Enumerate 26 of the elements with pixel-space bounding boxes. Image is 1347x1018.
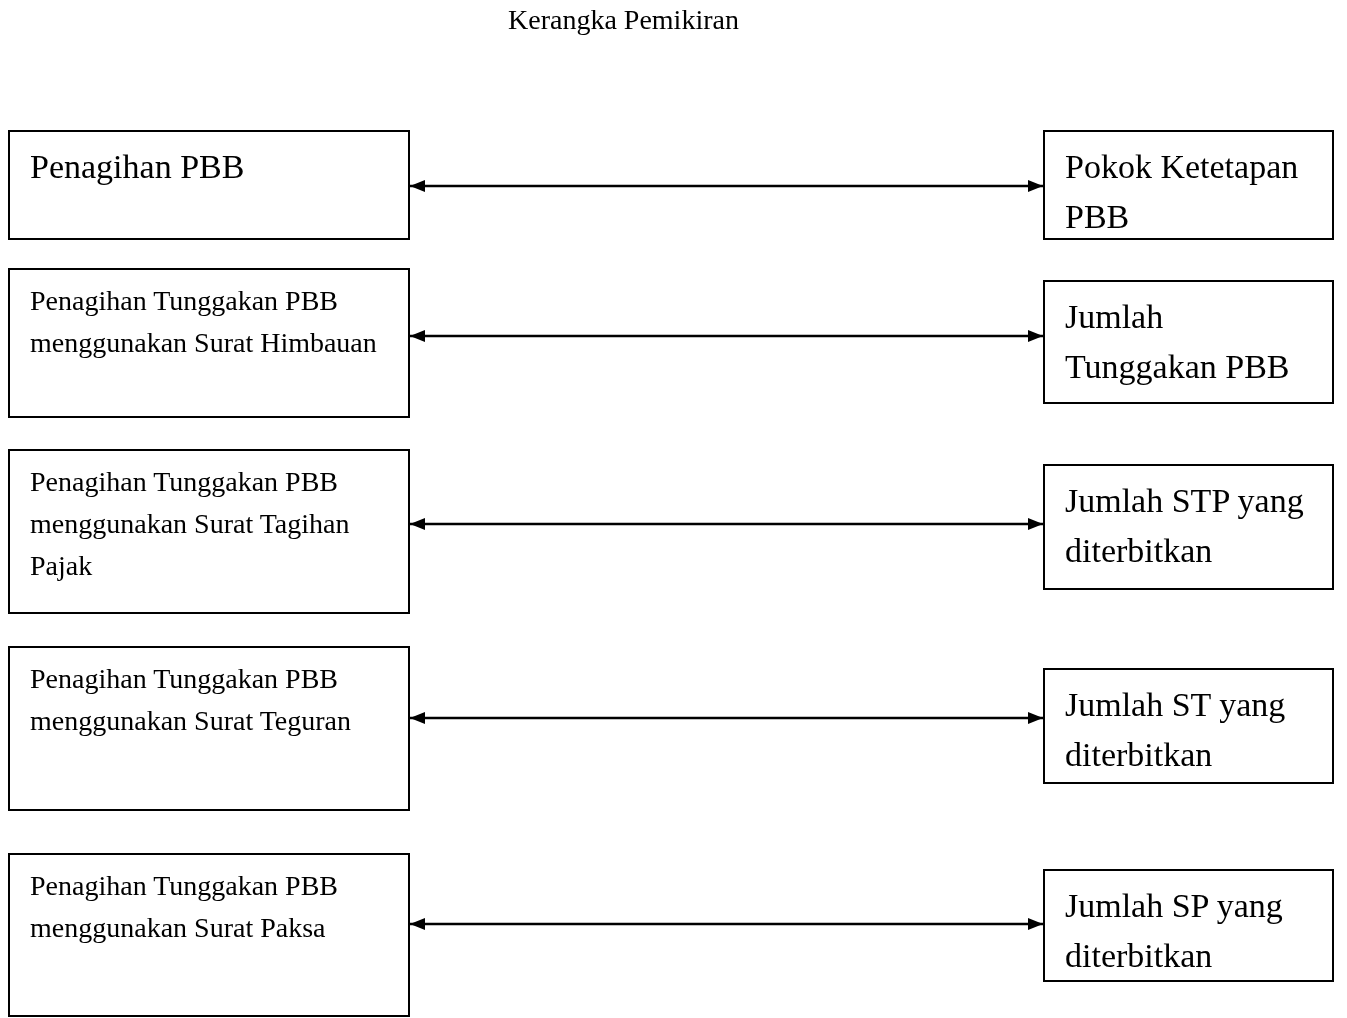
double-arrow	[410, 712, 1043, 724]
box-label: Penagihan Tunggakan PBB menggunakan Surat Teguran	[30, 662, 352, 738]
text-box	[8, 449, 410, 614]
double-arrow	[410, 330, 1043, 342]
box-label: Pokok Ketetapan PBB	[1065, 147, 1300, 237]
diagram-title: Kerangka Pemikiran	[508, 4, 739, 36]
box-label: Jumlah ST yang diterbitkan	[1065, 685, 1287, 775]
text-box	[1043, 280, 1334, 404]
box-label: Penagihan PBB	[30, 147, 246, 187]
box-label: Jumlah STP yang diterbitkan	[1065, 481, 1305, 571]
text-box	[1043, 668, 1334, 784]
box-label: Jumlah Tunggakan PBB	[1065, 297, 1291, 387]
text-box	[8, 130, 410, 240]
double-arrow	[410, 518, 1043, 530]
text-box	[1043, 130, 1334, 240]
text-box	[8, 853, 410, 1017]
text-box	[1043, 869, 1334, 982]
text-box	[8, 268, 410, 418]
text-box	[1043, 464, 1334, 590]
box-label: Penagihan Tunggakan PBB menggunakan Surat Himbauan	[30, 284, 378, 360]
text-box	[8, 646, 410, 811]
box-label: Jumlah SP yang diterbitkan	[1065, 886, 1284, 976]
double-arrow	[410, 918, 1043, 930]
box-label: Penagihan Tunggakan PBB menggunakan Surat Paksa	[30, 869, 340, 945]
box-label: Penagihan Tunggakan PBB menggunakan Surat Tagihan Pajak	[30, 465, 351, 583]
double-arrow	[410, 180, 1043, 192]
